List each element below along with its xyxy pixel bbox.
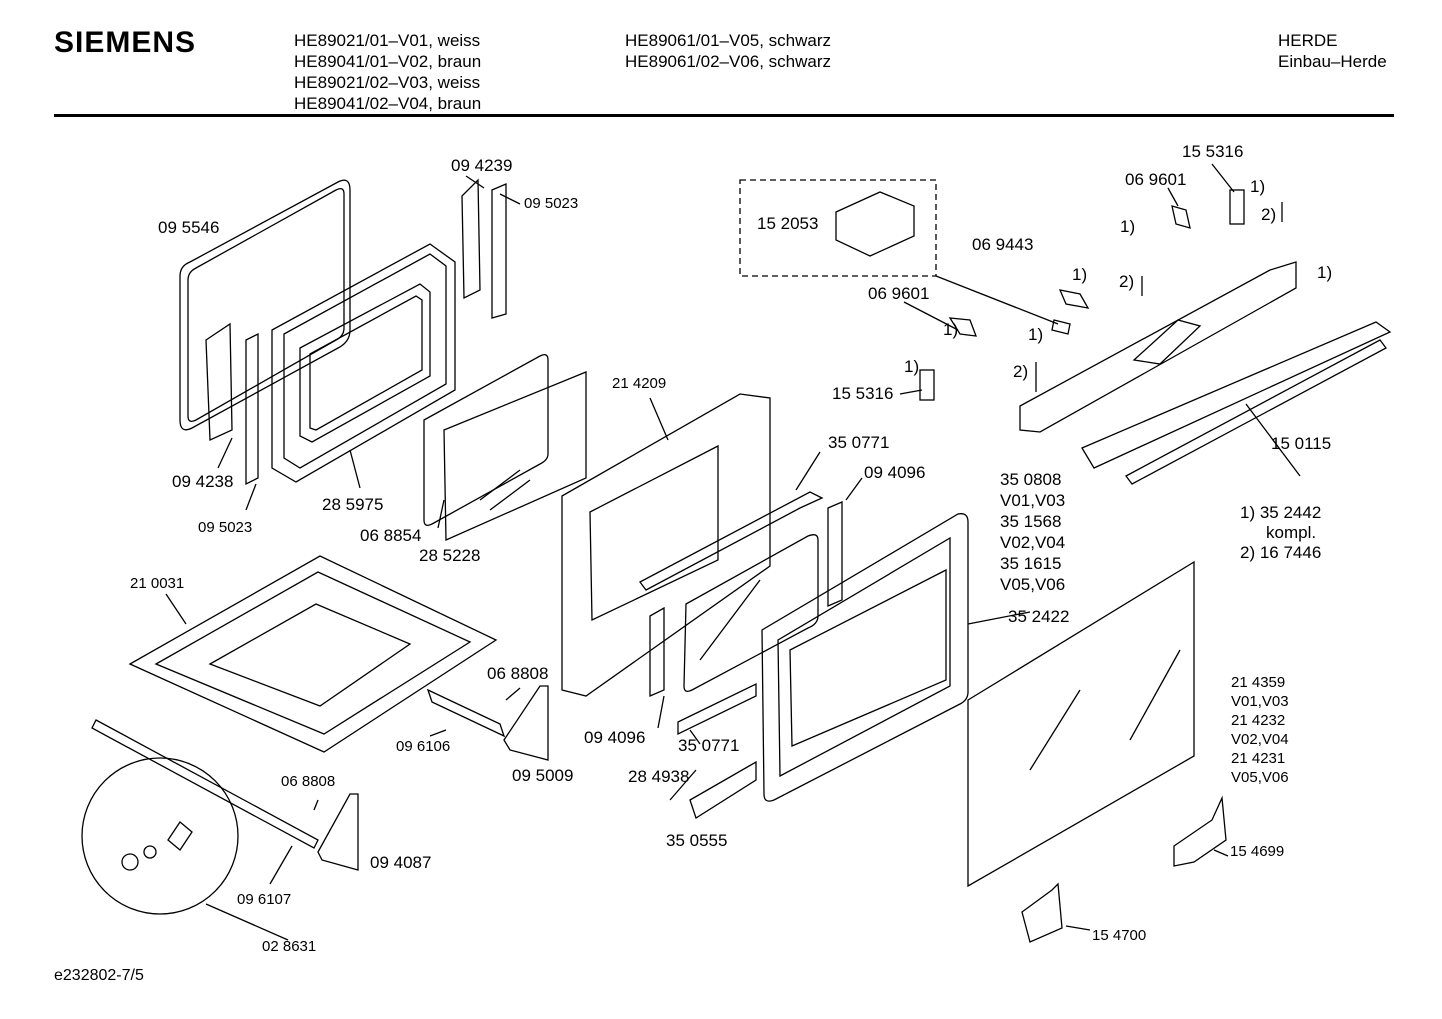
door-handle — [1019, 261, 1297, 433]
part-label: 35 1568 — [1000, 512, 1062, 531]
part-label: 15 5316 — [1182, 142, 1244, 161]
part-label: 09 4087 — [370, 853, 432, 872]
inner-glass-gasket — [423, 354, 549, 526]
part-label: 06 9601 — [868, 284, 930, 303]
part-label: 09 5546 — [158, 218, 220, 237]
part-label: 15 2053 — [757, 214, 819, 233]
middle-door-frame — [561, 393, 771, 697]
footnote-line: 2) 16 7446 — [1240, 543, 1322, 562]
part-label: 15 4699 — [1230, 843, 1285, 860]
slide-rail — [426, 688, 506, 738]
ref-marker: 1) — [904, 357, 920, 376]
model-line: HE89061/01–V05, schwarz — [625, 31, 832, 50]
part-label: 09 4238 — [172, 472, 234, 491]
model-line: HE89021/01–V01, weiss — [294, 31, 481, 50]
outer-glass — [967, 560, 1195, 888]
door-strip — [649, 606, 665, 697]
part-label: 35 0808 — [1000, 470, 1062, 489]
part-label: 35 2422 — [1008, 607, 1070, 626]
part-label: 06 9443 — [972, 235, 1034, 254]
ref-marker: 2) — [1261, 205, 1277, 224]
footnote-line: kompl. — [1266, 523, 1317, 542]
variant-label: V05,V06 — [1000, 575, 1066, 594]
variant-label: V02,V04 — [1231, 731, 1289, 748]
part-label: 09 4096 — [864, 463, 926, 482]
part-label: 09 4096 — [584, 728, 646, 747]
category-subtitle: Einbau–Herde — [1278, 52, 1387, 71]
part-label: 35 1615 — [1000, 554, 1062, 573]
kit-box — [739, 179, 937, 277]
inner-door-frame — [271, 243, 456, 483]
hinge-left — [205, 322, 233, 441]
part-label: 35 0771 — [828, 433, 890, 452]
clip-1 — [919, 369, 935, 401]
part-label: 06 8808 — [487, 664, 549, 683]
part-label: 09 5023 — [524, 195, 579, 212]
bracket-1 — [1173, 795, 1227, 867]
part-label: 28 5228 — [419, 546, 481, 565]
part-label: 28 4938 — [628, 767, 690, 786]
part-label: 09 6107 — [237, 891, 292, 908]
category-title: HERDE — [1278, 31, 1338, 50]
part-label: 35 0771 — [678, 736, 740, 755]
part-label: 09 5023 — [198, 519, 253, 536]
part-label: 15 0115 — [1271, 434, 1332, 453]
variant-label: V02,V04 — [1000, 533, 1066, 552]
ref-marker: 1) — [1250, 177, 1266, 196]
part-label: 15 5316 — [832, 384, 894, 403]
part-label: 21 0031 — [130, 575, 185, 592]
footnote-line: 1) 35 2442 — [1240, 503, 1322, 522]
ref-marker: 2) — [1013, 362, 1029, 381]
handle-bar — [1125, 339, 1387, 485]
part-label: 35 0555 — [666, 831, 728, 850]
model-line: HE89021/02–V03, weiss — [294, 73, 481, 92]
outer-door-frame — [761, 513, 969, 802]
ref-marker: 1) — [1120, 217, 1136, 236]
part-label: 21 4232 — [1231, 712, 1286, 729]
bracket-2 — [1021, 882, 1063, 943]
part-label: 02 8631 — [262, 938, 317, 955]
variant-label: V01,V03 — [1000, 491, 1066, 510]
part-label: 28 5975 — [322, 495, 384, 514]
part-label: 15 4700 — [1092, 927, 1147, 944]
middle-glass — [683, 534, 819, 692]
part-label: 09 5009 — [512, 766, 574, 785]
door-gasket — [179, 179, 351, 431]
model-list-2: HE89061/01–V05, schwarz HE89061/02–V06, … — [625, 30, 831, 72]
part-label: 06 8808 — [281, 773, 336, 790]
part-label: 21 4231 — [1231, 750, 1286, 767]
variant-label: V01,V03 — [1231, 693, 1289, 710]
model-line: HE89061/02–V06, schwarz — [625, 52, 832, 71]
ref-marker: 1) — [1072, 265, 1088, 284]
part-label: 09 4239 — [451, 156, 513, 175]
part-label: 21 4359 — [1231, 674, 1286, 691]
category-block: HERDE Einbau–Herde — [1278, 30, 1387, 72]
detail-circle — [81, 757, 239, 915]
header-divider — [54, 114, 1394, 117]
foam-block — [835, 191, 915, 257]
part-label: 21 4209 — [612, 375, 667, 392]
ref-marker: 1) — [1317, 263, 1333, 282]
part-label: 06 8854 — [360, 526, 422, 545]
ref-marker: 2) — [1119, 272, 1135, 291]
brand-logo: SIEMENS — [54, 26, 197, 59]
inner-glass — [443, 371, 587, 541]
base-tray — [128, 555, 498, 753]
model-line: HE89041/01–V02, braun — [294, 52, 482, 71]
ref-marker: 1) — [1028, 325, 1044, 344]
drawing-number: e232802-7/5 — [54, 967, 144, 984]
variant-label: V05,V06 — [1231, 769, 1289, 786]
model-line: HE89041/02–V04, braun — [294, 94, 482, 113]
part-label: 06 9601 — [1125, 170, 1187, 189]
footnote-block: 1) 35 2442 kompl. 2) 16 7446 — [1240, 503, 1321, 563]
ref-marker: 1) — [943, 320, 959, 339]
part-label: 09 6106 — [396, 738, 451, 755]
model-list-1: HE89021/01–V01, weiss HE89041/01–V02, br… — [294, 30, 481, 114]
